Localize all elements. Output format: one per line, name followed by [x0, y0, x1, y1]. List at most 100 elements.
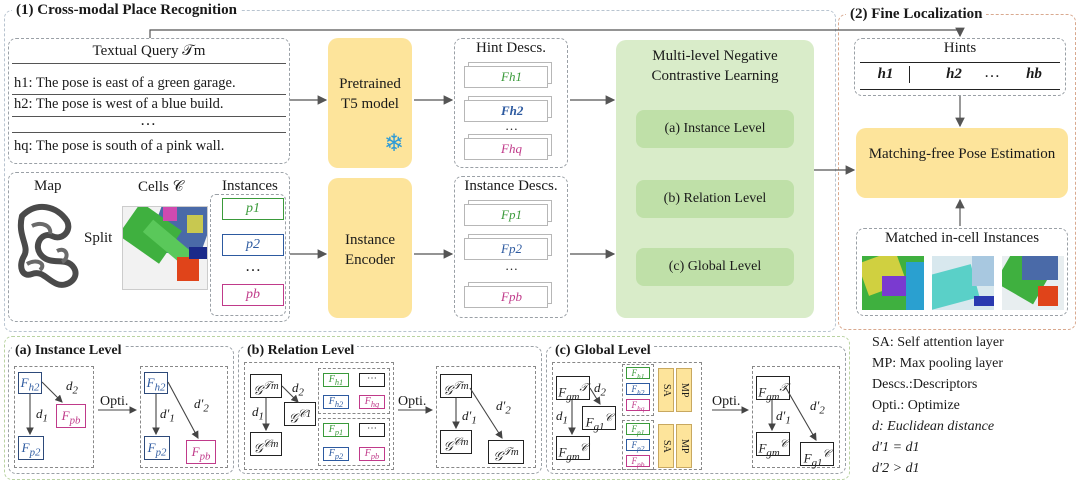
instance-descs-title: Instance Descs. — [464, 178, 558, 194]
hint-dots: … — [984, 64, 1000, 81]
query-divider — [12, 63, 286, 64]
relation-graph-bottom: Fp1 ⋯ Fp2 Fpb — [318, 418, 390, 466]
pose-estimation-box — [856, 128, 1068, 198]
node-fh2: Fh2 — [18, 372, 42, 394]
node-g-tm-far: 𝒢𝒯m — [488, 440, 524, 464]
cells-label: Cells 𝒞 — [138, 179, 184, 195]
distance-d2-prime: d′2 — [194, 396, 209, 415]
mp-block-top: MP — [676, 368, 692, 412]
sa-block-bottom: SA — [658, 424, 674, 468]
query-divider — [12, 116, 286, 117]
legend-d1-prime: d′1 = d1 — [872, 440, 920, 455]
instance-level-title: (a) Instance Level — [12, 343, 125, 359]
hint-desc-fh1: Fh1 — [464, 66, 548, 88]
cross-modal-title: (1) Cross-modal Place Recognition — [12, 2, 241, 19]
map-box — [8, 172, 290, 322]
node-g-tm: 𝒢𝒯m — [250, 374, 282, 398]
panel-arrows — [26, 381, 817, 441]
matched-image-3 — [1002, 256, 1064, 310]
global-hint-stack: Fh1 Fh2 Fhq — [622, 364, 654, 416]
matched-instances-box — [856, 228, 1068, 316]
matched-instances-title: Matched in-cell Instances — [884, 230, 1040, 246]
relation-after-group — [436, 366, 536, 468]
distance-d1-prime-b: d′1 — [462, 408, 477, 427]
hints-box — [854, 38, 1066, 96]
hint-desc-fh2: Fh2 — [464, 100, 548, 122]
node-fgm-c-after: Fgm𝒞 — [756, 432, 790, 459]
node-g-c1: 𝒢𝒞1 — [284, 402, 316, 426]
distance-d1-prime: d′1 — [160, 406, 175, 425]
mp-block-bottom: MP — [676, 424, 692, 468]
node-g-tm-after: 𝒢𝒯m — [440, 374, 472, 398]
sa-block-top: SA — [658, 368, 674, 412]
relation-level-panel — [238, 346, 542, 474]
node-fp2: Fp2 — [18, 436, 44, 460]
node-fg1-c-after: Fg1𝒞 — [800, 442, 834, 469]
node-fpb: Fpb — [56, 404, 86, 428]
node-g-cm: 𝒢𝒞m — [250, 432, 282, 456]
instance-encoder-label: Instance Encoder — [345, 232, 395, 268]
instances-box — [210, 194, 286, 316]
legend-sa: SA: Self attention layer — [872, 335, 1004, 350]
hint-text-h1: h1: The pose is east of a green garage. — [14, 75, 236, 91]
cells-image — [122, 206, 208, 290]
instance-desc-fpb: Fpb — [464, 286, 548, 308]
relation-before-group — [244, 362, 394, 470]
hint-h1: h1 — [862, 66, 910, 83]
instance-dots: … — [245, 258, 261, 275]
level-relation: (b) Relation Level — [636, 180, 794, 218]
node-fgm-c: Fgm𝒞 — [556, 436, 590, 463]
node-fgm-t: Fgm𝒯 — [556, 376, 590, 403]
hint-hb: hb — [1026, 66, 1042, 82]
legend-opti: Opti.: Optimize — [872, 398, 960, 413]
hint-descs-box — [454, 38, 568, 168]
instance-pb: pb — [222, 284, 284, 306]
hints-row — [860, 62, 1060, 90]
instance-encoder-box — [328, 178, 412, 318]
instance-after-group — [140, 366, 228, 468]
node-fh2-after: Fh2 — [144, 372, 168, 394]
distance-d2-c: d2 — [594, 380, 606, 399]
relation-graph-top: Fh1 ⋯ Fh2 Fhq — [318, 368, 390, 414]
matched-image-1 — [862, 256, 924, 310]
cross-modal-panel — [4, 10, 836, 332]
hints-title: Hints — [943, 40, 977, 56]
hint-text-hq: hq: The pose is south of a pink wall. — [14, 138, 225, 154]
fine-localization-title: (2) Fine Localization — [846, 6, 987, 23]
distance-d1-b: d1 — [252, 404, 264, 423]
textual-query-title: Textual Query 𝒯m — [92, 43, 206, 59]
legend-mp: MP: Max pooling layer — [872, 356, 1004, 371]
hint-desc-fhq: Fhq — [464, 138, 548, 160]
level-instance: (a) Instance Level — [636, 110, 794, 148]
instance-desc-dots: … — [505, 258, 518, 273]
pose-estimation-label: Matching-free Pose Estimation — [868, 146, 1056, 162]
instance-descs-box — [454, 176, 568, 318]
distance-d2-prime-c: d′2 — [810, 398, 825, 417]
instance-desc-fp2: Fp2 — [464, 238, 548, 260]
matched-image-2 — [932, 256, 994, 310]
global-instance-stack: Fp1 Fp2 Fpb — [622, 420, 654, 470]
distance-d1: d1 — [36, 406, 48, 425]
distance-d2-b: d2 — [292, 380, 304, 399]
node-fp2-after: Fp2 — [144, 436, 170, 460]
instance-p1: p1 — [222, 198, 284, 220]
relation-level-title: (b) Relation Level — [244, 343, 358, 359]
level-global: (c) Global Level — [636, 248, 794, 286]
instances-label: Instances — [222, 178, 278, 194]
node-fg1-c: Fg1𝒞 — [582, 406, 616, 433]
opti-label-c: Opti. — [712, 394, 741, 409]
split-label: Split — [84, 230, 113, 246]
global-level-panel — [546, 346, 846, 474]
contrastive-learning-title: Multi-level Negative Contrastive Learnin… — [651, 48, 779, 84]
t5-model-box — [328, 38, 412, 168]
distance-d1-c: d1 — [556, 408, 568, 427]
distance-d2: d2 — [66, 378, 78, 397]
instance-p2: p2 — [222, 234, 284, 256]
query-divider — [12, 94, 286, 95]
node-g-cm-after: 𝒢𝒞m — [440, 430, 472, 454]
map-label: Map — [34, 178, 62, 194]
distance-d1-prime-c: d′1 — [776, 408, 791, 427]
connector-arrows — [149, 27, 965, 259]
hint-text-h2: h2: The pose is west of a blue build. — [14, 96, 224, 112]
global-after-group — [752, 366, 840, 468]
